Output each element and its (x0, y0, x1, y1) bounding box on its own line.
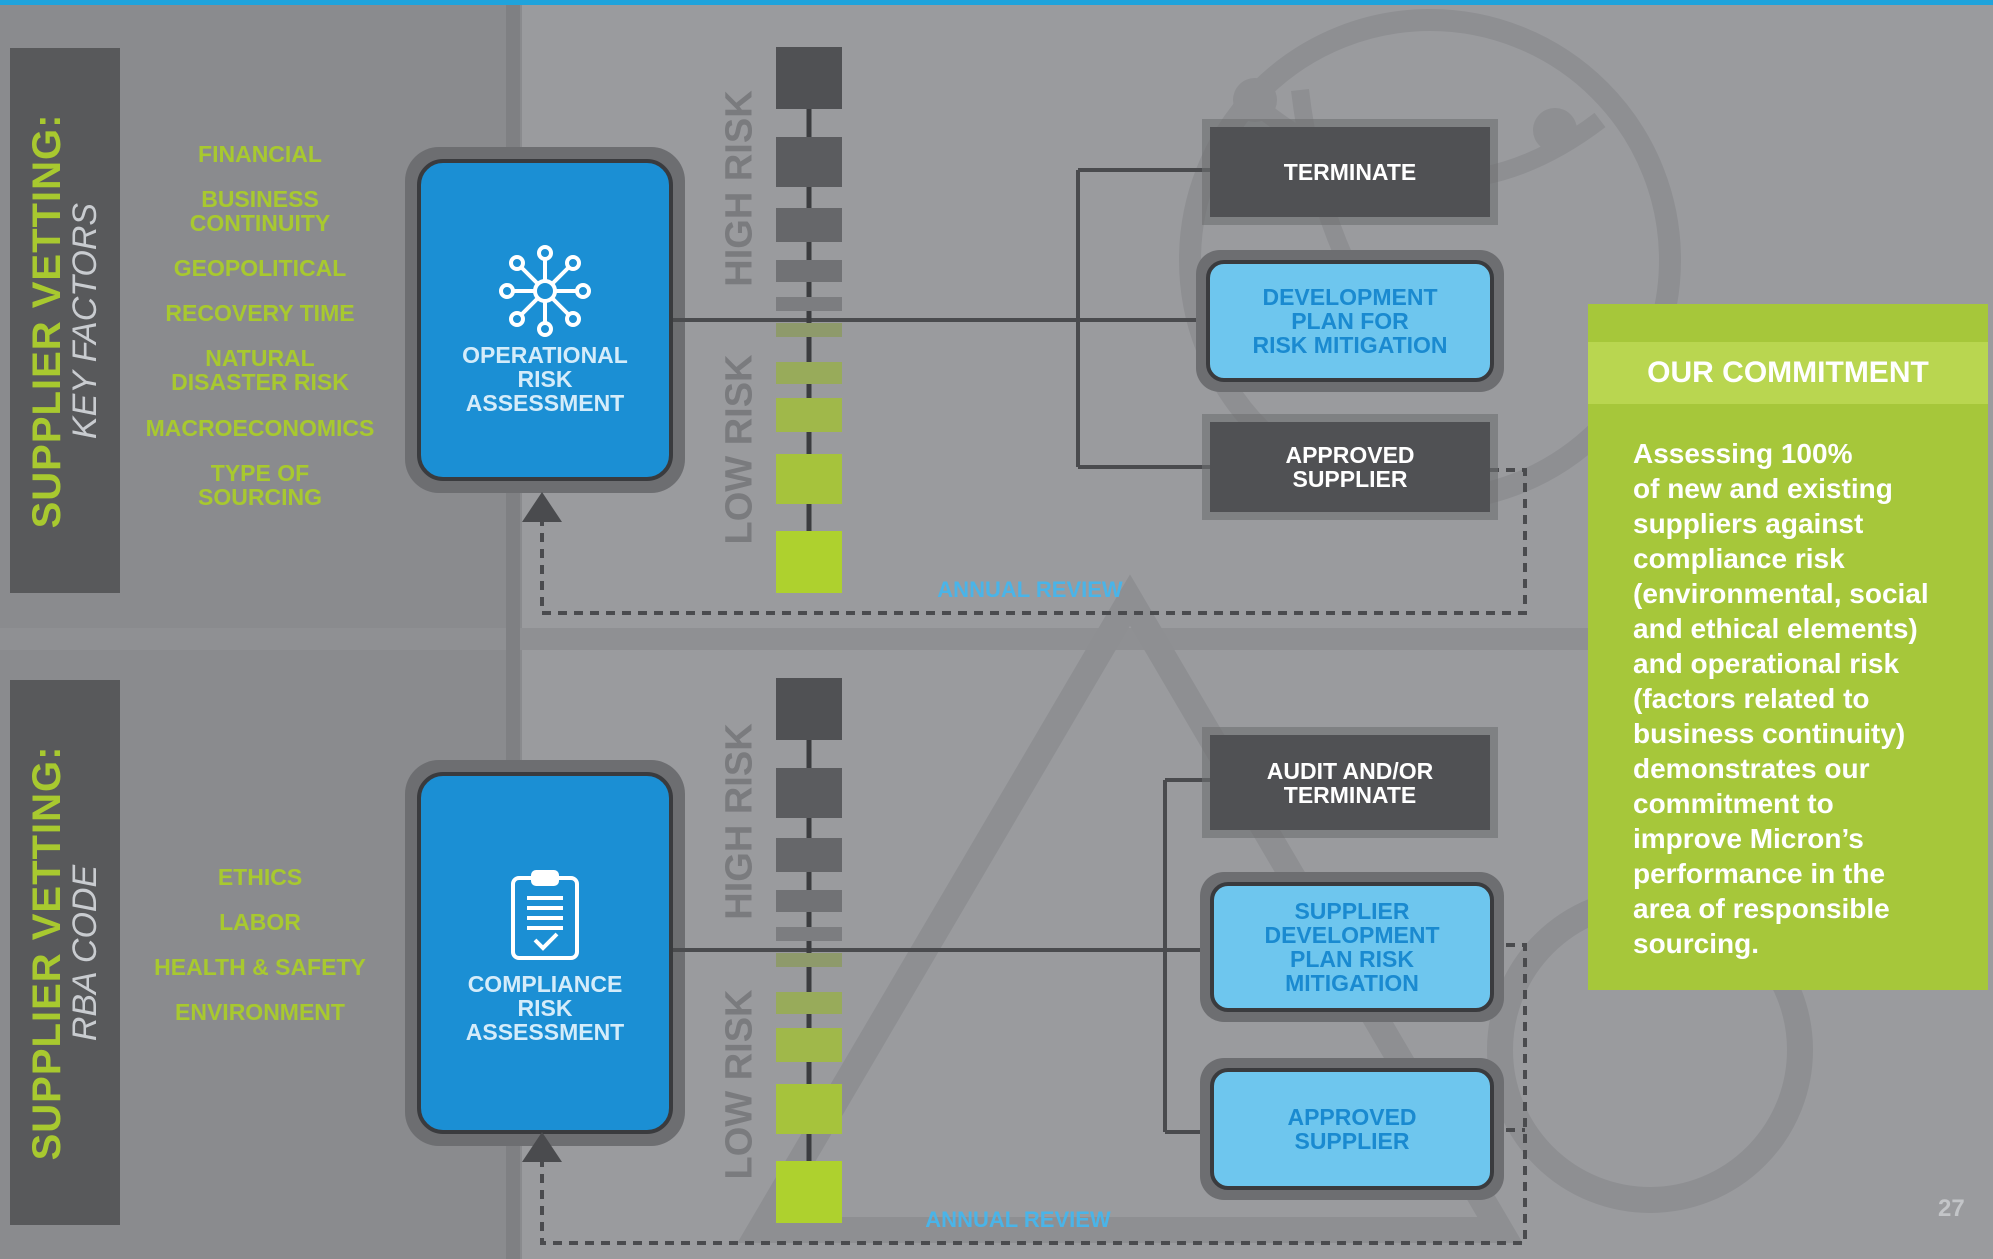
risk-level-mark (776, 323, 842, 337)
factor-macroeconomics: MACROECONOMICS (145, 415, 375, 441)
risk-level-mark (776, 297, 842, 311)
compliance-risk-assessment-card: COMPLIANCE RISK ASSESSMENT (405, 760, 685, 1146)
risk-level-mark (776, 1161, 842, 1223)
risk-level-mark (776, 1028, 842, 1062)
risk-level-mark (776, 1084, 842, 1134)
factor-type-of-sourcing: TYPE OF SOURCING (198, 460, 322, 510)
risk-level-mark (776, 768, 842, 818)
risk-scale-operational (776, 47, 842, 593)
outcome-development-plan: DEVELOPMENT PLAN FOR RISK MITIGATION (1206, 260, 1494, 382)
outcome-terminate: TERMINATE (1210, 127, 1490, 217)
clipboard-check-icon (511, 870, 579, 960)
risk-level-mark (776, 454, 842, 504)
outcome-approved-supplier: APPROVED SUPPLIER (1210, 422, 1490, 512)
annual-review-label: ANNUAL REVIEW (937, 577, 1123, 602)
outcome-audit-or-terminate: AUDIT AND/OR TERMINATE (1210, 735, 1490, 830)
assessment-label: COMPLIANCE RISK ASSESSMENT (465, 971, 625, 1045)
risk-level-mark (776, 260, 842, 282)
top-accent-line (0, 0, 1993, 5)
commitment-panel: OUR COMMITMENT Assessing 100% of new and… (1588, 304, 1988, 990)
outcome-supplier-development-plan: SUPPLIER DEVELOPMENT PLAN RISK MITIGATIO… (1210, 882, 1494, 1012)
factor-labor: LABOR (219, 909, 301, 935)
factor-recovery-time: RECOVERY TIME (165, 300, 355, 326)
factor-environment: ENVIRONMENT (175, 999, 345, 1025)
risk-level-mark (776, 398, 842, 432)
risk-level-mark (776, 953, 842, 967)
risk-level-mark (776, 47, 842, 109)
operational-risk-assessment-card: OPERATIONAL RISK ASSESSMENT (405, 147, 685, 493)
risk-level-mark (776, 531, 842, 593)
outcome-approved-supplier-card: APPROVED SUPPLIER (1200, 1058, 1504, 1200)
risk-label-low: LOW RISK (718, 354, 761, 545)
risk-scale-compliance (776, 678, 842, 1223)
review-arrow-icon (522, 492, 562, 522)
side-label-rba-code: SUPPLIER VETTING: RBA CODE (10, 680, 120, 1225)
risk-level-mark (776, 890, 842, 912)
annual-review-label: ANNUAL REVIEW (925, 1207, 1111, 1232)
factor-health-safety: HEALTH & SAFETY (154, 954, 366, 980)
page-number: 27 (1938, 1195, 1965, 1222)
risk-level-mark (776, 838, 842, 872)
risk-label-high: HIGH RISK (718, 723, 761, 920)
assessment-label: OPERATIONAL RISK ASSESSMENT (462, 342, 628, 416)
risk-level-mark (776, 927, 842, 941)
risk-level-mark (776, 992, 842, 1014)
risk-level-mark (776, 362, 842, 384)
factor-business-continuity: BUSINESS CONTINUITY (189, 186, 331, 236)
network-hub-icon (499, 245, 591, 337)
factor-natural-disaster-risk: NATURAL DISASTER RISK (171, 345, 349, 395)
commitment-body: Assessing 100% of new and existing suppl… (1633, 438, 1929, 959)
factor-financial: FINANCIAL (198, 141, 322, 167)
side-label-key-factors: SUPPLIER VETTING: KEY FACTORS (10, 48, 120, 593)
outcome-development-plan-card: DEVELOPMENT PLAN FOR RISK MITIGATION (1196, 250, 1504, 392)
factor-geopolitical: GEOPOLITICAL (173, 255, 347, 281)
risk-label-high: HIGH RISK (718, 90, 761, 287)
risk-level-mark (776, 208, 842, 242)
risk-level-mark (776, 137, 842, 187)
review-arrow-icon (522, 1132, 562, 1162)
risk-label-low: LOW RISK (718, 989, 761, 1180)
commitment-heading: OUR COMMITMENT (1588, 342, 1988, 404)
factor-ethics: ETHICS (217, 864, 303, 890)
risk-level-mark (776, 678, 842, 740)
outcome-approved-supplier: APPROVED SUPPLIER (1210, 1068, 1494, 1190)
outcome-supplier-development-card: SUPPLIER DEVELOPMENT PLAN RISK MITIGATIO… (1200, 872, 1504, 1022)
section-divider (0, 628, 1600, 650)
